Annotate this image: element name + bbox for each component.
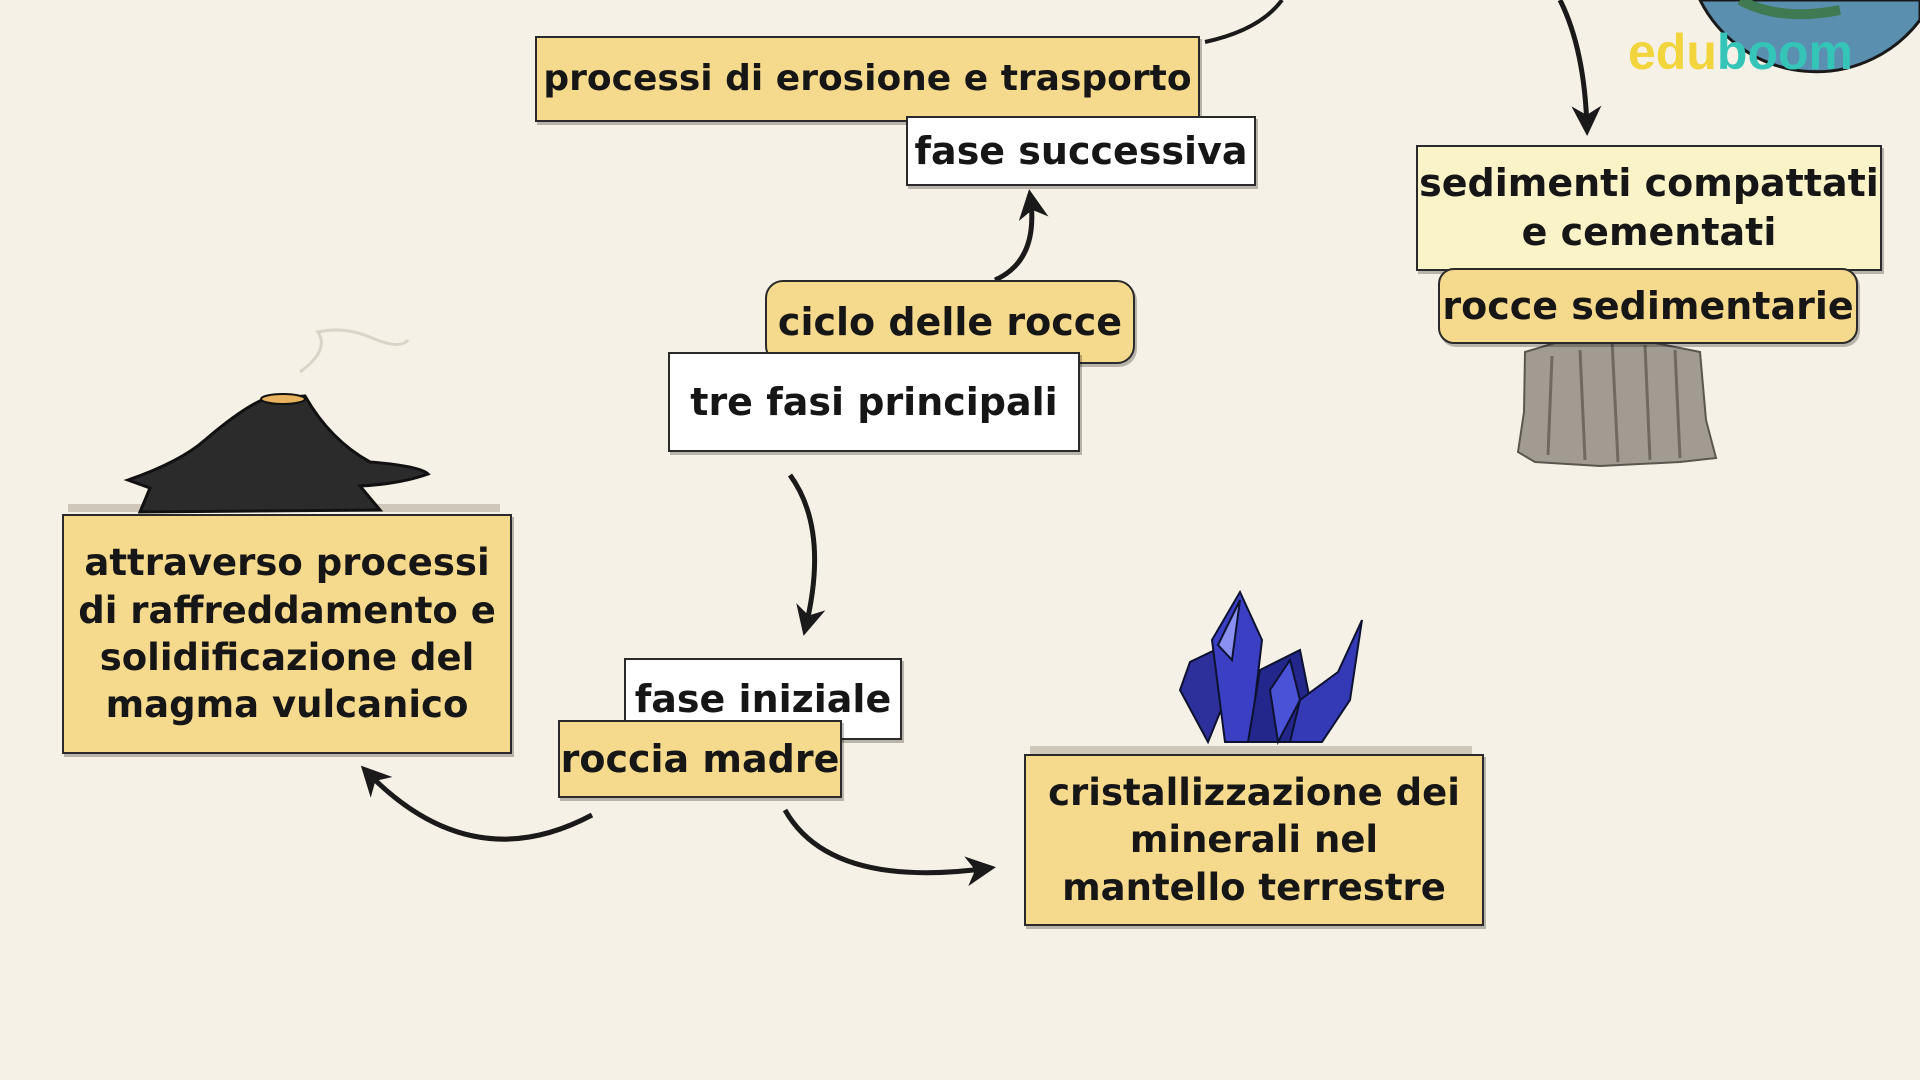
three-phases-label: tre fasi principali: [668, 352, 1080, 452]
volcano-icon: [123, 328, 431, 514]
arrow-to-next-phase: [993, 189, 1049, 283]
arrow-erosion-up: [1204, 0, 1284, 44]
globe-icon: [1698, 0, 1920, 74]
arrow-to-sediments: [1557, 0, 1602, 136]
cooling-process-label: attraverso processi di raffreddamento e …: [62, 514, 512, 754]
ground-line: [1030, 746, 1472, 754]
arrow-to-initial-phase: [787, 473, 826, 636]
erosion-label: processi di erosione e trasporto: [535, 36, 1200, 122]
crystal-icon: [1178, 589, 1363, 746]
crystallization-label: cristallizzazione dei minerali nel mante…: [1024, 754, 1484, 926]
rock-cycle-scroll: ciclo delle rocce: [765, 280, 1135, 364]
arrow-to-crystallization: [782, 808, 996, 887]
sedimentary-rocks-scroll: rocce sedimentarie: [1438, 268, 1858, 344]
parent-rock-label: roccia madre: [558, 720, 842, 798]
arrow-to-cooling: [360, 765, 594, 842]
sediments-label: sedimenti compattati e cementati: [1416, 145, 1882, 271]
next-phase-label: fase successiva: [906, 116, 1256, 186]
rock-pillar-icon: [1516, 330, 1718, 468]
